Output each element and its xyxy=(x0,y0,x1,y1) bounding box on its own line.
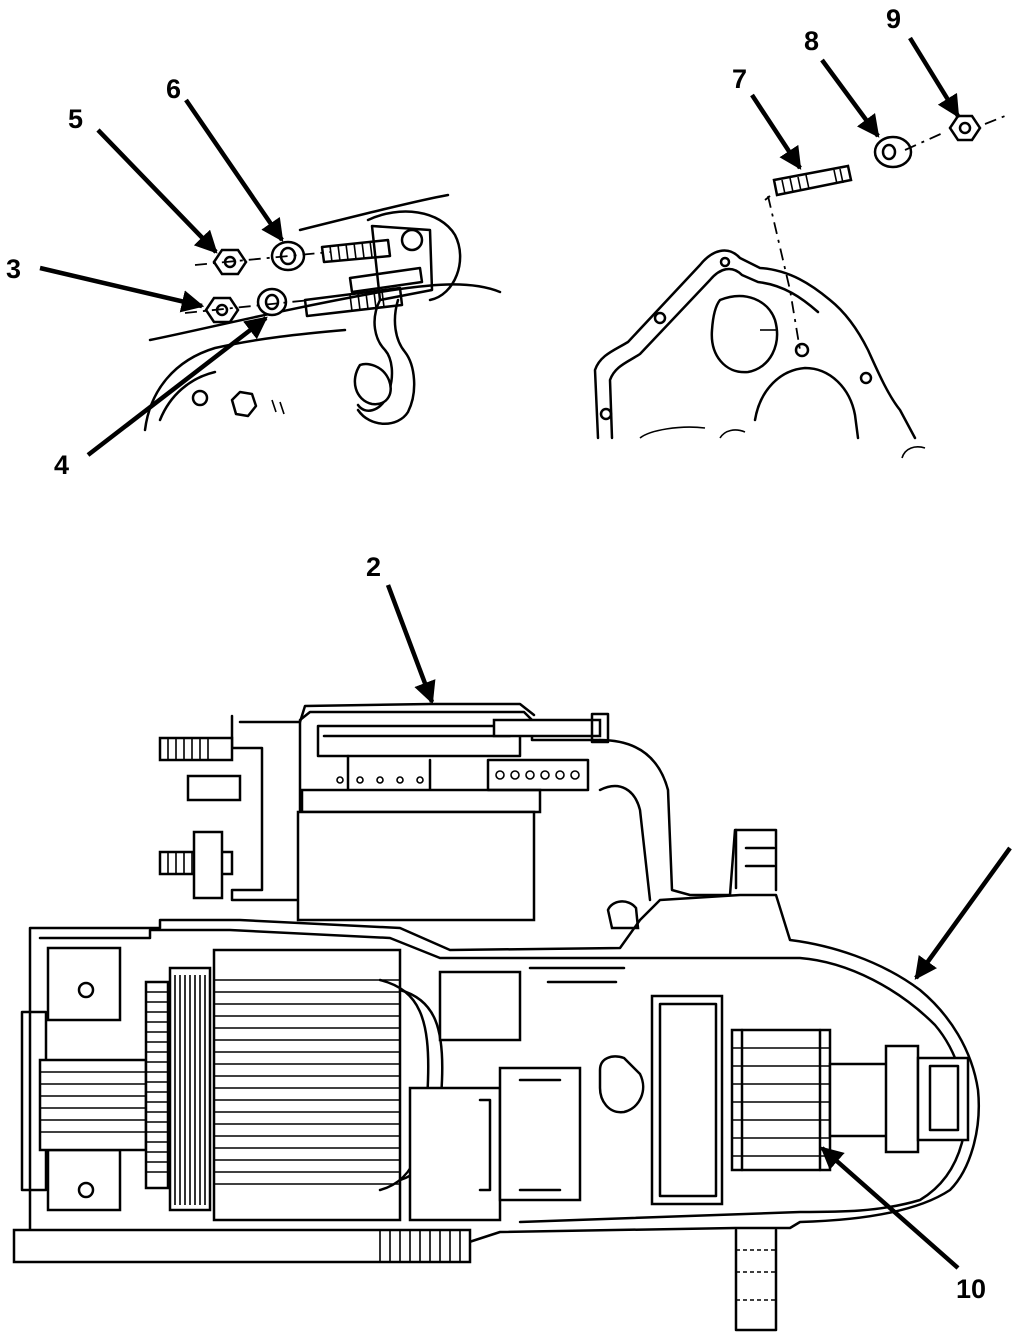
leader-arrow-2 xyxy=(385,584,436,705)
leader-arrow-6 xyxy=(184,98,284,242)
leader-arrows xyxy=(39,36,1012,1270)
terminal-detail-view xyxy=(143,193,502,432)
callout-labels: 2 3 4 5 6 7 8 9 10 xyxy=(6,4,986,1304)
callout-4: 4 xyxy=(54,450,69,480)
callout-7: 7 xyxy=(732,64,747,94)
callout-9: 9 xyxy=(886,4,901,34)
leader-arrow-5 xyxy=(96,128,218,254)
callout-10: 10 xyxy=(956,1274,986,1304)
leader-arrow-housing xyxy=(914,846,1012,980)
leader-arrow-4 xyxy=(86,316,268,457)
callout-3: 3 xyxy=(6,254,21,284)
leader-arrow-9 xyxy=(908,36,960,118)
callout-5: 5 xyxy=(68,104,83,134)
leader-arrow-10 xyxy=(820,1146,960,1270)
starter-cross-section-view xyxy=(12,702,980,1332)
callout-2: 2 xyxy=(366,552,381,582)
housing-stud-detail-view xyxy=(593,113,1011,459)
leader-arrow-8 xyxy=(820,58,880,138)
leader-arrow-3 xyxy=(39,265,205,313)
callout-8: 8 xyxy=(804,26,819,56)
leader-arrow-7 xyxy=(750,93,802,170)
callout-6: 6 xyxy=(166,74,181,104)
